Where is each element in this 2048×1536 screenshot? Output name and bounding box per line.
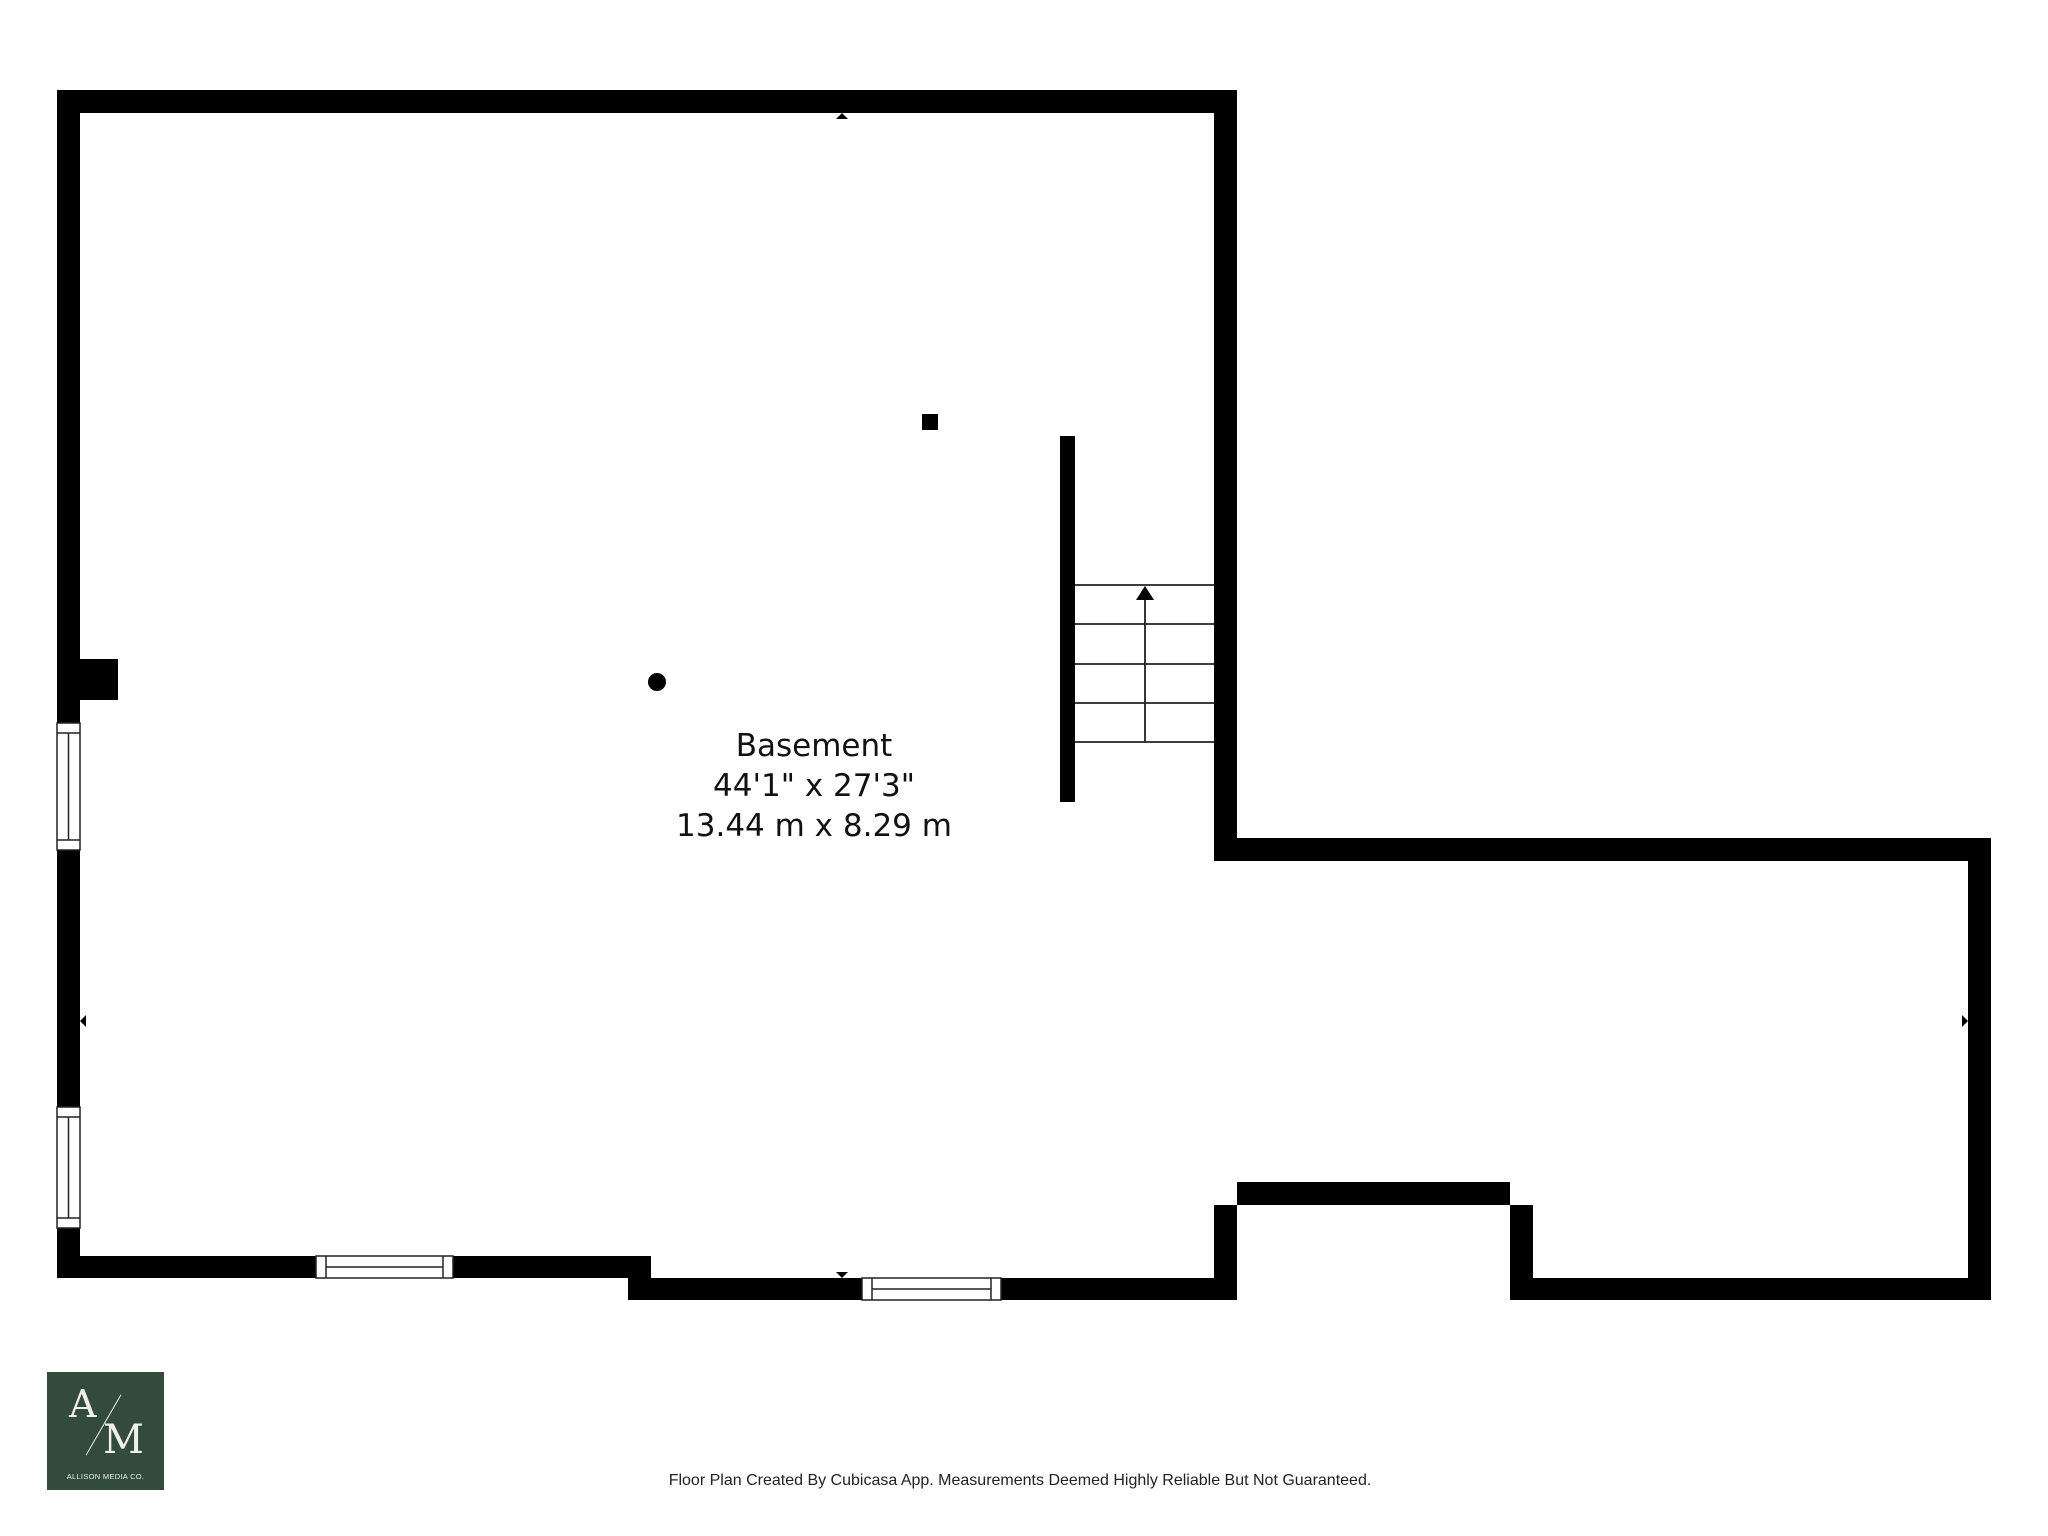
room-dimensions-imperial: 44'1" x 27'3": [713, 768, 915, 804]
dimension-marker-top-icon: [836, 113, 848, 119]
window-bottom-left: [315, 1255, 454, 1279]
room-dimensions-metric: 13.44 m x 8.29 m: [676, 808, 952, 844]
support-post-round: [648, 673, 666, 691]
dimension-marker-left-icon: [80, 1015, 86, 1027]
stair-half-wall: [1060, 436, 1075, 802]
logo-company-name: ALLISON MEDIA CO.: [66, 1472, 145, 1481]
room-name: Basement: [735, 728, 893, 764]
stair-up-arrow-icon: [1136, 586, 1154, 600]
exterior-walls: [57, 90, 1991, 1300]
logo-letter-a: A: [69, 1382, 97, 1426]
logo-monogram: A M: [47, 1384, 164, 1464]
dimension-marker-right-icon: [1962, 1015, 1968, 1027]
staircase: [1075, 584, 1214, 743]
support-post-square: [922, 414, 938, 430]
window-bottom-middle: [861, 1277, 1002, 1301]
chimney-block: [80, 659, 118, 700]
footer-disclaimer: Floor Plan Created By Cubicasa App. Meas…: [668, 1472, 1372, 1489]
allison-media-logo: A M ALLISON MEDIA CO.: [47, 1372, 164, 1490]
window-left-lower: [56, 1106, 81, 1229]
dimension-marker-bottom-icon: [836, 1272, 848, 1278]
room-label-basement: Basement 44'1" x 27'3" 13.44 m x 8.29 m: [614, 726, 1014, 846]
logo-letter-m: M: [103, 1417, 144, 1463]
window-left-upper: [56, 722, 81, 851]
